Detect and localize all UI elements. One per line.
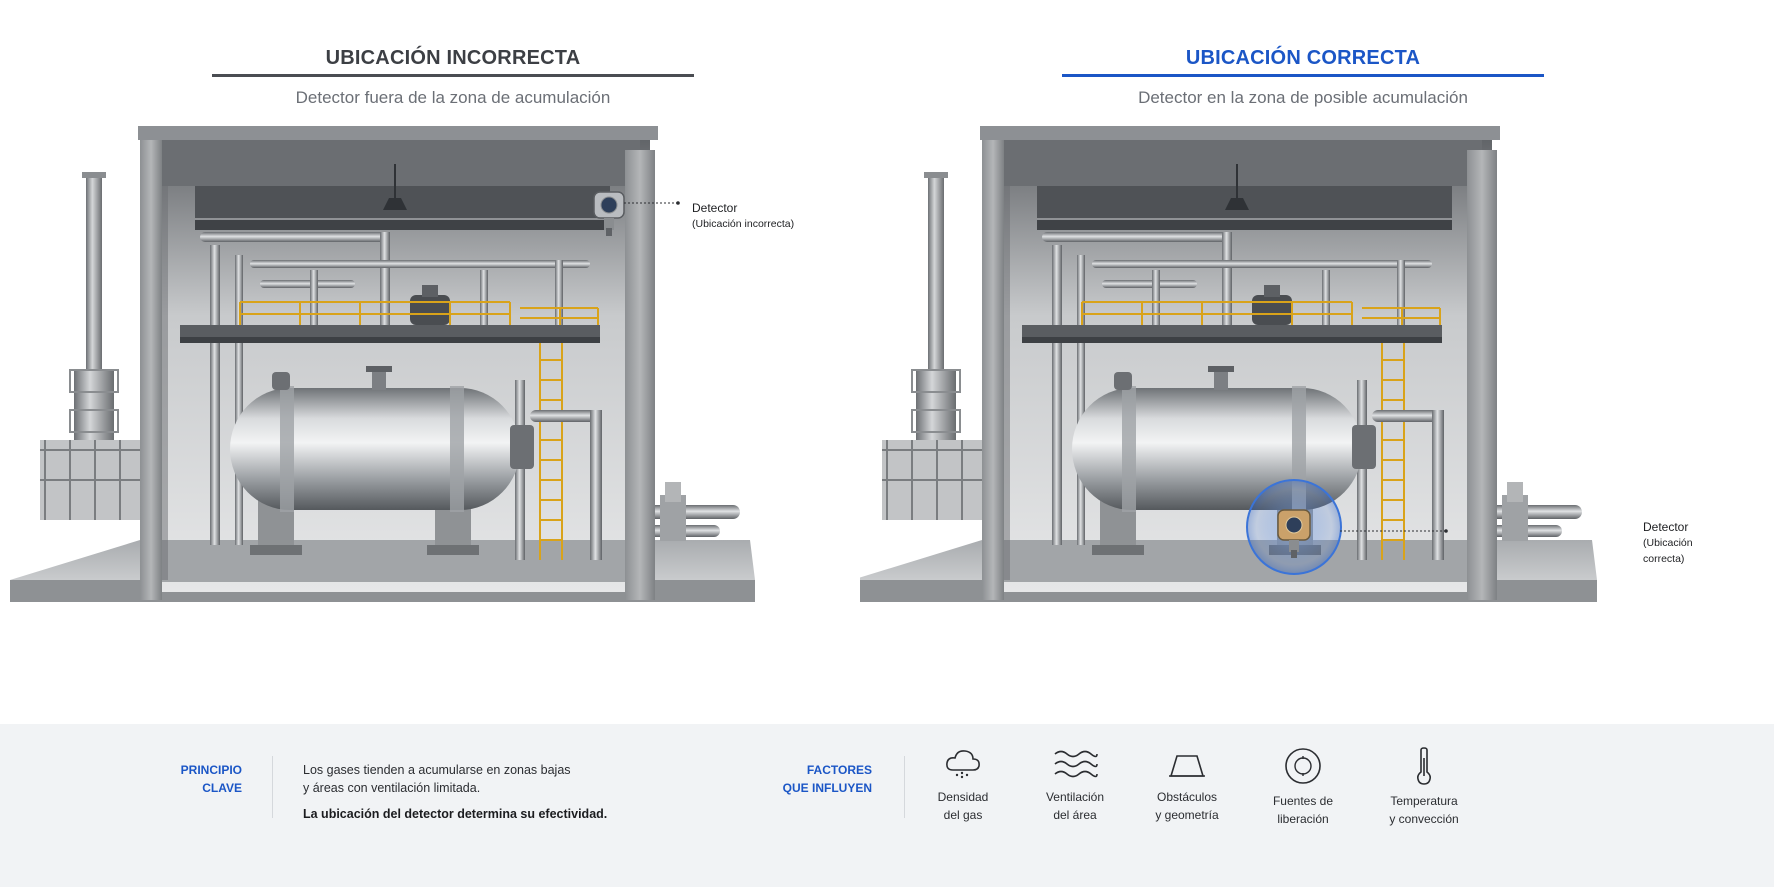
info-footer: PRINCIPIO CLAVE Los gases tienden a acum… xyxy=(0,724,1774,887)
scene-incorrect-placement: Detector (Ubicación incorrecta) xyxy=(10,120,870,690)
panel-heading-incorrect: UBICACIÓN INCORRECTA Detector fuera de l… xyxy=(212,44,694,108)
scene-correct-placement: Detector (Ubicación correcta) xyxy=(860,120,1720,690)
divider xyxy=(904,756,905,818)
title-underline xyxy=(212,74,694,77)
target-circle-icon xyxy=(1285,748,1321,784)
factors-label: FACTORES QUE INFLUYEN xyxy=(782,763,872,795)
panel-title-incorrect: UBICACIÓN INCORRECTA xyxy=(325,47,581,69)
detector-note: (Ubicación correcta) xyxy=(1643,537,1693,565)
panel-subtitle-incorrect: Detector fuera de la zona de acumulación xyxy=(295,88,611,107)
principle-text: Los gases tienden a acumularse en zonas … xyxy=(303,761,683,823)
detector-note: (Ubicación incorrecta) xyxy=(692,218,795,230)
trapezoid-icon xyxy=(1169,755,1205,777)
detector-label: Detector xyxy=(692,201,738,215)
principle-emphasis: La ubicación del detector determina su e… xyxy=(303,807,608,821)
industrial-enclosure-illustration xyxy=(10,125,756,603)
cloud-icon xyxy=(946,750,980,779)
detector-callout-correct: Detector (Ubicación correcta) xyxy=(1643,519,1720,567)
thermometer-icon xyxy=(1417,747,1431,785)
principle-label: PRINCIPIO CLAVE xyxy=(180,763,242,795)
panel-subtitle-correct: Detector en la zona de posible acumulaci… xyxy=(1138,88,1468,107)
detector-label: Detector xyxy=(1643,520,1689,534)
gas-detector-icon xyxy=(1277,509,1311,558)
gas-detector-icon xyxy=(593,191,625,236)
divider xyxy=(272,756,273,818)
industrial-enclosure-illustration xyxy=(860,125,1598,603)
panel-heading-correct: UBICACIÓN CORRECTA Detector en la zona d… xyxy=(1062,44,1544,108)
waves-icon xyxy=(1054,750,1098,778)
panel-title-correct: UBICACIÓN CORRECTA xyxy=(1185,47,1421,69)
detector-callout-incorrect: Detector (Ubicación incorrecta) xyxy=(692,200,794,232)
title-underline xyxy=(1062,74,1544,77)
